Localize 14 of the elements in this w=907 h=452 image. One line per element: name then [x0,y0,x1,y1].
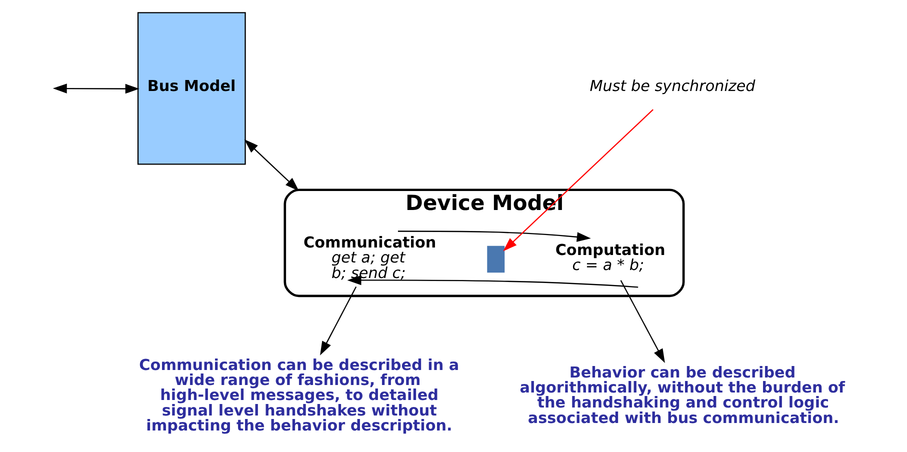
arrow [320,286,356,356]
node-text: Computation c = a * b; [554,241,665,274]
arrow [346,275,638,288]
node-text: Must be synchronized [589,77,755,96]
node-text: Behavior can be described algorithmically, without the burden of the handshaking and control logic associated with bus communication. [519,363,845,427]
arrow [244,139,299,192]
arrow [397,230,590,242]
arrow [620,280,664,363]
node-text: Communication get a; get b; send c; [303,233,436,282]
arrow [502,109,653,252]
node-text: Communication can be described in a wide range of fashions, from high-level messages, to detailed signal level handshakes without impacting the behavior description. [138,356,459,434]
node-box: Bus Model [136,12,246,165]
node-bar [486,246,504,273]
arrow [52,84,139,94]
